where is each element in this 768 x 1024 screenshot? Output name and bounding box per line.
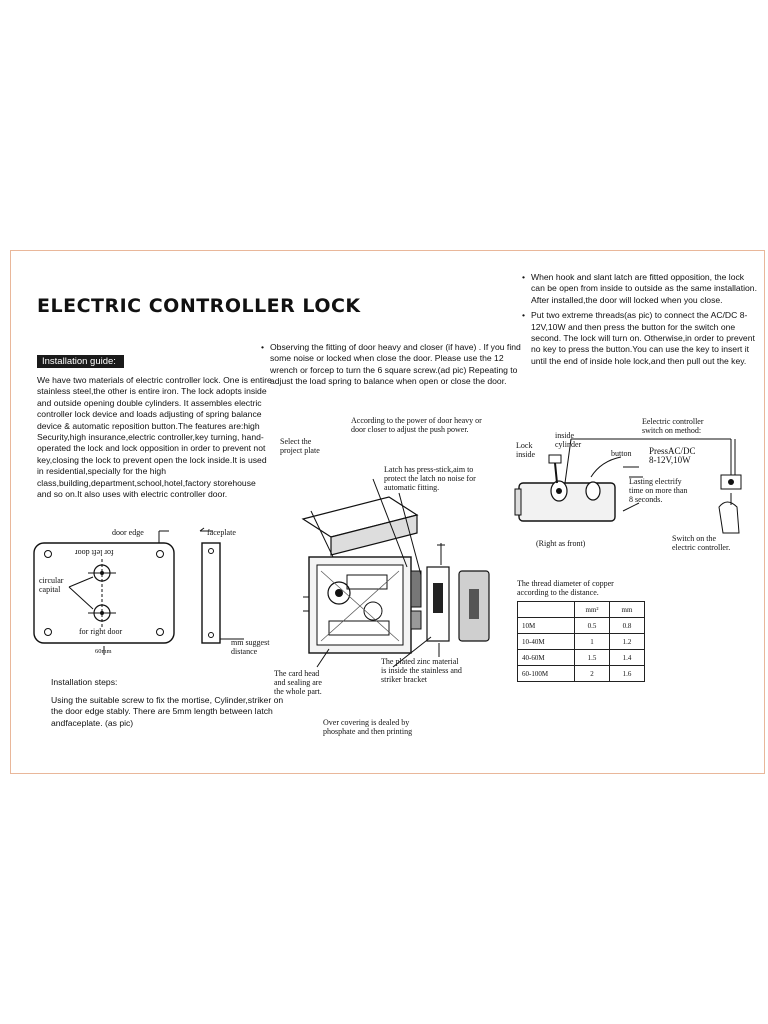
middle-bullet: •Observing the fitting of door heavy and… xyxy=(261,342,521,387)
page-title: ELECTRIC CONTROLLER LOCK xyxy=(37,295,361,317)
for-left-door-label: for left door xyxy=(75,548,114,557)
installation-steps-heading: Installation steps: xyxy=(51,677,118,687)
right-bullets: •When hook and slant latch are fitted op… xyxy=(522,272,758,367)
electric-switch-diagram xyxy=(514,438,742,534)
intro-paragraph: We have two materials of electric contro… xyxy=(37,375,272,500)
button-label: button xyxy=(611,449,632,458)
instruction-sheet: ELECTRIC CONTROLLER LOCK Installation gu… xyxy=(10,250,765,774)
faceplate-label: faceplate xyxy=(207,528,236,537)
installation-steps-text: Using the suitable screw to fix the mort… xyxy=(51,695,284,728)
mortise-faceplate-diagram xyxy=(33,527,244,655)
table-header-row: mm² mm xyxy=(517,601,645,618)
for-right-door-label: for right door xyxy=(79,627,123,636)
right-bullet-2: •Put two extreme threads(as pic) to conn… xyxy=(522,310,755,366)
right-bullet-1: •When hook and slant latch are fitted op… xyxy=(522,272,757,305)
installation-guide-label: Installation guide: xyxy=(37,355,124,368)
door-edge-label: door edge xyxy=(112,528,144,537)
lock-assembly-diagram xyxy=(301,478,490,668)
dimension-label: 60mm xyxy=(95,648,112,655)
right-as-front-label: (Right as front) xyxy=(536,539,586,548)
